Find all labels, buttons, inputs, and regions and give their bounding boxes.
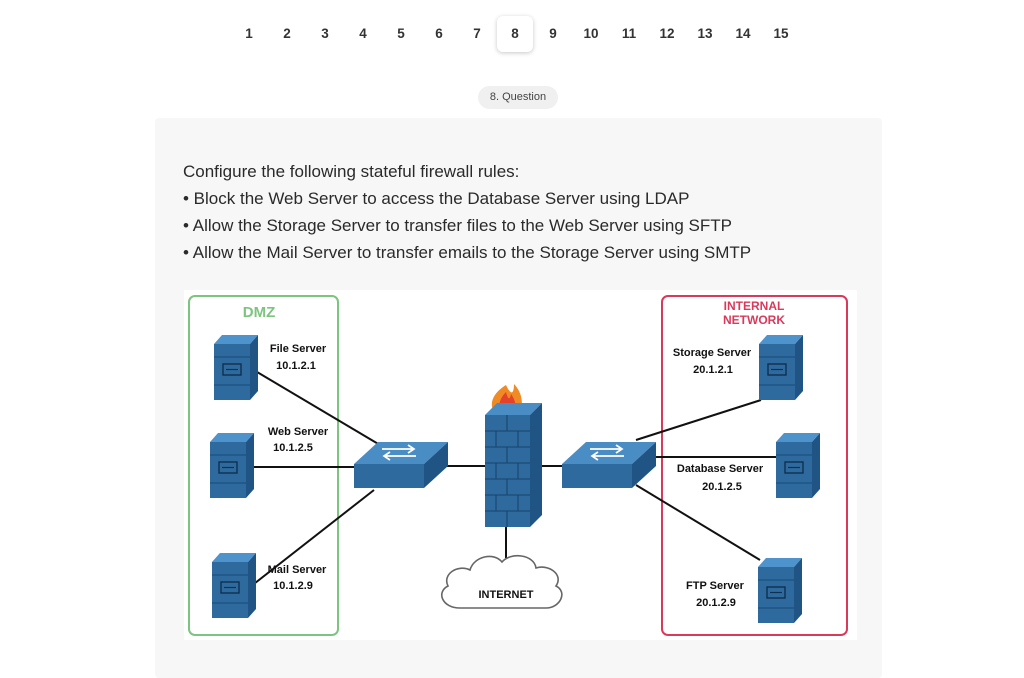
page-7-button[interactable]: 7 — [473, 26, 481, 41]
web-server-ip: 10.1.2.5 — [273, 442, 313, 454]
question-rule-3: • Allow the Mail Server to transfer emai… — [183, 243, 752, 262]
page-4-button[interactable]: 4 — [359, 26, 367, 41]
internal-label-line2: NETWORK — [723, 313, 785, 327]
database-server-ip: 20.1.2.5 — [702, 481, 742, 493]
web-server-icon — [209, 432, 255, 499]
page-10-button[interactable]: 10 — [583, 26, 599, 41]
page-9-button[interactable]: 9 — [549, 26, 557, 41]
ftp-server-icon — [757, 557, 803, 624]
internal-switch-icon — [561, 441, 657, 489]
page-12-button[interactable]: 12 — [659, 26, 675, 41]
pagination: 1 2 3 4 5 6 7 8 9 10 11 12 13 14 15 — [0, 16, 1024, 52]
database-server-icon — [775, 432, 821, 499]
internal-zone-box — [661, 295, 848, 636]
connection-lines — [248, 368, 776, 588]
dmz-switch-icon — [353, 441, 449, 489]
page-11-button[interactable]: 11 — [621, 26, 637, 41]
page-14-button[interactable]: 14 — [735, 26, 751, 41]
page-5-button[interactable]: 5 — [397, 26, 405, 41]
database-server-name: Database Server — [677, 463, 764, 475]
ftp-server-name: FTP Server — [686, 580, 745, 592]
page-6-button[interactable]: 6 — [435, 26, 443, 41]
page-15-button[interactable]: 15 — [773, 26, 789, 41]
dmz-label: DMZ — [243, 304, 276, 321]
storage-server-name: Storage Server — [673, 347, 752, 359]
file-server-name: File Server — [270, 343, 327, 355]
question-badge: 8. Question — [478, 86, 558, 109]
network-diagram: DMZ INTERNAL NETWORK — [184, 290, 857, 640]
firewall-icon — [485, 384, 542, 527]
question-rule-1: • Block the Web Server to access the Dat… — [183, 189, 690, 208]
question-rule-2: • Allow the Storage Server to transfer f… — [183, 216, 732, 235]
dmz-zone-box — [188, 295, 339, 636]
mail-server-name: Mail Server — [268, 564, 327, 576]
page-13-button[interactable]: 13 — [697, 26, 713, 41]
ftp-server-ip: 20.1.2.9 — [696, 597, 736, 609]
web-server-name: Web Server — [268, 426, 329, 438]
page-3-button[interactable]: 3 — [321, 26, 329, 41]
file-server-ip: 10.1.2.1 — [276, 360, 316, 372]
internet-cloud-icon — [440, 555, 563, 609]
question-intro: Configure the following stateful firewal… — [183, 162, 520, 181]
page-1-button[interactable]: 1 — [245, 26, 253, 41]
internal-label-line1: INTERNAL — [724, 299, 785, 313]
storage-server-ip: 20.1.2.1 — [693, 364, 733, 376]
question-text: Configure the following stateful firewal… — [183, 158, 863, 266]
mail-server-ip: 10.1.2.9 — [273, 580, 313, 592]
storage-server-icon — [758, 334, 804, 401]
page-2-button[interactable]: 2 — [283, 26, 291, 41]
page-8-button-active[interactable]: 8 — [497, 16, 533, 52]
internet-label: INTERNET — [479, 589, 534, 601]
file-server-icon — [213, 334, 259, 401]
network-diagram-svg: DMZ INTERNAL NETWORK — [188, 295, 848, 636]
mail-server-icon — [211, 552, 257, 619]
